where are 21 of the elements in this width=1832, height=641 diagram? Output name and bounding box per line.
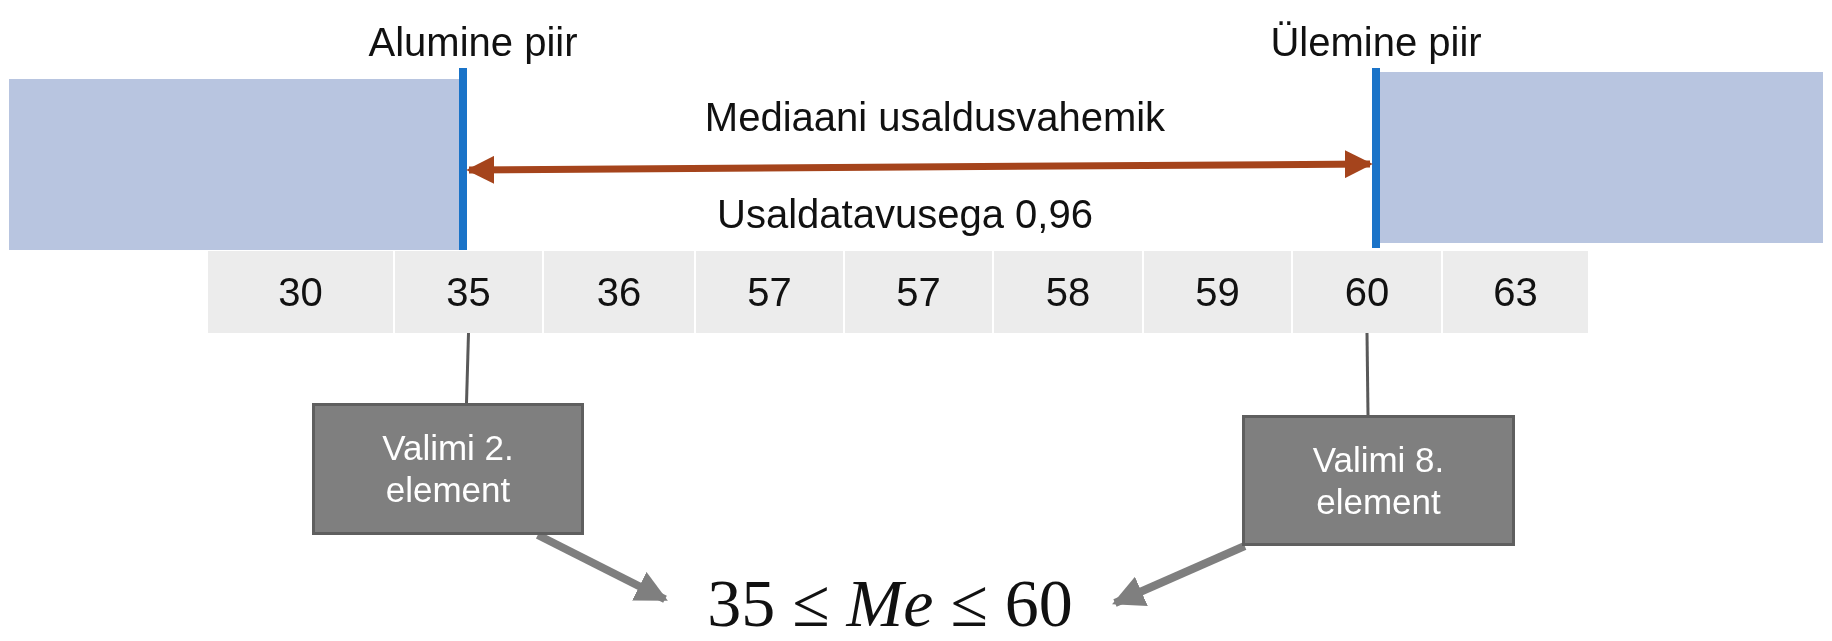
callout-text: Valimi 8. element xyxy=(1311,438,1446,523)
callout-box xyxy=(312,403,584,535)
table-cell: 30 xyxy=(208,251,393,333)
limit-label: Alumine piir xyxy=(368,20,578,65)
interval-label: Usaldatavusega 0,96 xyxy=(717,192,1093,237)
arrow xyxy=(1112,542,1247,607)
table-cell: 58 xyxy=(994,251,1142,333)
table-cell: 57 xyxy=(845,251,992,333)
table-cell: 36 xyxy=(544,251,694,333)
table-cell: 59 xyxy=(1144,251,1291,333)
table-cell: 35 xyxy=(395,251,542,333)
callout-text: Valimi 2. element xyxy=(381,427,515,511)
leader-line xyxy=(1365,332,1370,416)
leader-line xyxy=(465,332,470,404)
table-cell: 57 xyxy=(696,251,843,333)
limit-label: Ülemine piir xyxy=(1270,20,1482,65)
formula-text: 35 ≤ Me ≤ 60 xyxy=(707,563,1073,641)
interval-label: Mediaani usaldusvahemik xyxy=(704,95,1166,140)
table-cell: 63 xyxy=(1443,251,1588,333)
callout-box xyxy=(1242,415,1515,546)
table-cell: 60 xyxy=(1293,251,1441,333)
